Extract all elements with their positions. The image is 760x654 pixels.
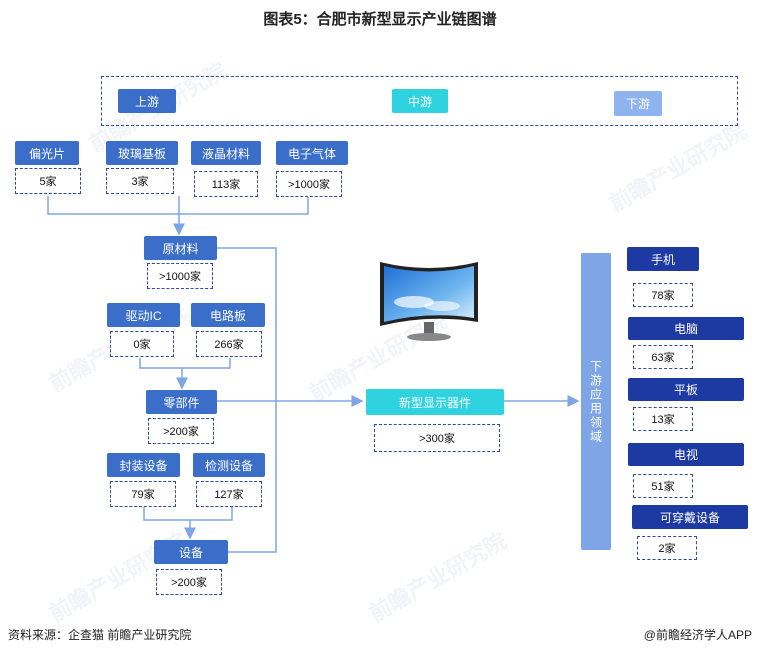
downstream-application-bar: 下游应用领域 bbox=[581, 253, 611, 550]
upstream-label: 上游 bbox=[118, 89, 176, 113]
node-components: 零部件 bbox=[146, 390, 217, 414]
node-new-display-device: 新型显示器件 bbox=[366, 389, 504, 415]
node-lc-material: 液晶材料 bbox=[191, 141, 261, 165]
downstream-label: 下游 bbox=[614, 91, 662, 116]
node-packaging-equipment: 封装设备 bbox=[107, 453, 180, 477]
node-glass-substrate: 玻璃基板 bbox=[106, 141, 178, 165]
app-computer: 电脑 bbox=[628, 317, 744, 340]
count-packaging-equipment: 79家 bbox=[110, 481, 176, 507]
count-television: 51家 bbox=[633, 474, 693, 498]
count-raw-materials: >1000家 bbox=[147, 263, 213, 289]
count-lc-material: 113家 bbox=[194, 171, 258, 197]
node-raw-materials: 原材料 bbox=[144, 236, 217, 260]
display-monitor-icon bbox=[380, 262, 478, 341]
app-tablet: 平板 bbox=[628, 378, 744, 401]
count-mobile-phone: 78家 bbox=[633, 283, 693, 307]
app-television: 电视 bbox=[628, 443, 744, 466]
count-wearable-device: 2家 bbox=[637, 536, 697, 560]
count-glass-substrate: 3家 bbox=[106, 168, 174, 194]
node-driver-ic: 驱动IC bbox=[107, 303, 180, 327]
count-computer: 63家 bbox=[633, 345, 693, 369]
node-electronic-gas: 电子气体 bbox=[276, 141, 348, 165]
count-electronic-gas: >1000家 bbox=[276, 171, 342, 197]
count-circuit-board: 266家 bbox=[196, 331, 262, 357]
count-components: >200家 bbox=[148, 418, 214, 444]
midstream-label: 中游 bbox=[392, 89, 448, 113]
node-equipment: 设备 bbox=[154, 540, 228, 564]
count-new-display-device: >300家 bbox=[374, 424, 500, 452]
node-circuit-board: 电路板 bbox=[191, 303, 265, 327]
app-mobile-phone: 手机 bbox=[627, 247, 699, 271]
count-inspection-equipment: 127家 bbox=[196, 481, 262, 507]
app-wearable-device: 可穿戴设备 bbox=[632, 505, 748, 529]
count-equipment: >200家 bbox=[156, 569, 222, 595]
downstream-application-label: 下游应用领域 bbox=[588, 359, 603, 444]
raw-inputs-connector bbox=[47, 196, 309, 215]
count-polarizer: 5家 bbox=[15, 168, 81, 194]
page-title: 图表5：合肥市新型显示产业链图谱 bbox=[263, 11, 497, 28]
stream-header-frame bbox=[101, 76, 738, 126]
node-inspection-equipment: 检测设备 bbox=[193, 453, 265, 477]
footer-brand: @前瞻经济学人APP bbox=[643, 628, 752, 642]
footer-source: 资料来源：企查猫 前瞻产业研究院 bbox=[8, 628, 192, 642]
count-driver-ic: 0家 bbox=[110, 331, 174, 357]
node-polarizer: 偏光片 bbox=[15, 141, 79, 165]
count-tablet: 13家 bbox=[633, 407, 693, 431]
